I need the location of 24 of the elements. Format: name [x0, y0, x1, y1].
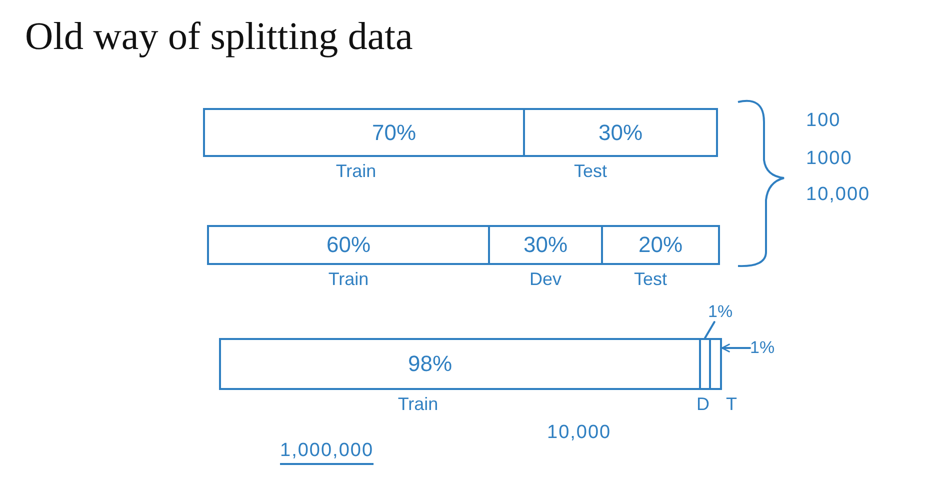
note-number: 1,000,000 [280, 440, 374, 462]
percent-label: 1% [750, 338, 775, 358]
note-number: 100 [806, 110, 841, 132]
percent-value: 98% [408, 351, 452, 377]
split-name: Dev [530, 269, 562, 290]
percent-value: 30% [598, 120, 643, 146]
percent-label: 1% [708, 302, 733, 322]
percent-value: 30% [523, 232, 568, 258]
leader-line [704, 321, 716, 339]
percent-value: 70% [372, 120, 416, 146]
split-name: D [696, 394, 710, 415]
note-number: 10,000 [547, 422, 612, 444]
note-number: 10,000 [806, 184, 870, 206]
note-number: 1000 [806, 148, 852, 170]
leader-arrow [721, 344, 751, 352]
title: Old way of splitting data [25, 14, 413, 59]
split-name: Test [634, 269, 667, 290]
split-name: Train [328, 269, 369, 290]
percent-value: 20% [638, 232, 683, 258]
split-name: Train [398, 394, 438, 415]
split-name: Train [336, 161, 376, 182]
split-name: T [726, 394, 737, 415]
percent-value: 60% [326, 232, 371, 258]
split-name: Test [574, 161, 607, 182]
